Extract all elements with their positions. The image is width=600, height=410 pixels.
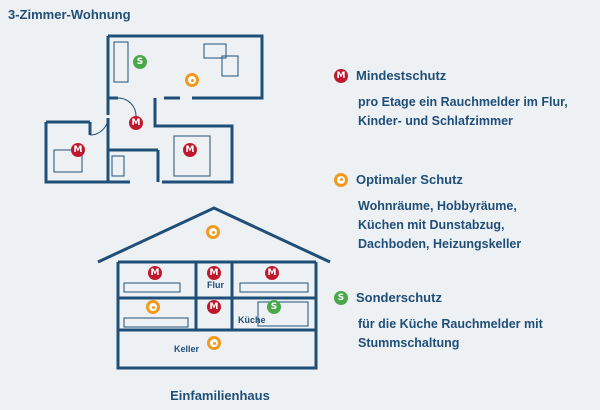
marker-letter: M xyxy=(150,268,160,278)
marker-letter: S xyxy=(337,292,345,303)
house-livingroom-optimal-marker xyxy=(146,300,160,314)
legend-heading: Optimaler Schutz xyxy=(356,172,463,187)
legend-heading: Mindestschutz xyxy=(356,68,447,83)
legend-line: pro Etage ein Rauchmelder im Flur, xyxy=(358,95,568,109)
house-flur-minimum-marker: M xyxy=(207,266,221,280)
marker-letter: M xyxy=(185,145,195,155)
marker-letter: M xyxy=(73,145,83,155)
marker-letter: S xyxy=(270,302,278,312)
apartment-walls xyxy=(44,34,264,184)
legend-line: Wohnräume, Hobbyräume, xyxy=(358,199,517,213)
living-room-optimal-marker xyxy=(185,73,199,87)
house-lower-flur-minimum-marker: M xyxy=(207,300,221,314)
legend-description: pro Etage ein Rauchmelder im Flur, Kinde… xyxy=(358,93,596,131)
bedroom-minimum-marker: M xyxy=(183,143,197,157)
apartment-furniture xyxy=(53,41,239,177)
house-outline xyxy=(97,206,331,370)
legend-heading: Sonderschutz xyxy=(356,290,442,305)
house-room1-minimum-marker: M xyxy=(148,266,162,280)
marker-letter: M xyxy=(209,302,219,312)
legend-minimum: M Mindestschutz pro Etage ein Rauchmelder… xyxy=(334,68,596,131)
label-keller: Keller xyxy=(174,344,200,354)
green-marker-icon: S xyxy=(334,290,348,305)
house-furniture xyxy=(123,282,309,328)
marker-letter: M xyxy=(267,268,277,278)
apartment-plan-title: 3-Zimmer-Wohnung xyxy=(8,7,131,22)
orange-marker-icon xyxy=(334,172,348,187)
childroom-minimum-marker: M xyxy=(71,143,85,157)
red-marker-icon: M xyxy=(334,68,348,83)
house-kitchen-special-marker: S xyxy=(267,300,281,314)
house-room2-minimum-marker: M xyxy=(265,266,279,280)
legend-line: Küchen mit Dunstabzug, xyxy=(358,218,505,232)
legend-description: für die Küche Rauchmelder mit Stummschal… xyxy=(358,315,596,353)
house-title: Einfamilienhaus xyxy=(170,388,270,403)
legend-description: Wohnräume, Hobbyräume, Küchen mit Dunsta… xyxy=(358,197,596,254)
kitchen-special-marker: S xyxy=(133,55,147,69)
hallway-minimum-marker: M xyxy=(129,116,143,130)
legend-line: Dachboden, Heizungskeller xyxy=(358,237,522,251)
label-flur: Flur xyxy=(207,280,224,290)
marker-letter: M xyxy=(336,70,346,81)
marker-letter: M xyxy=(131,118,141,128)
legend-line: Kinder- und Schlafzimmer xyxy=(358,114,513,128)
attic-optimal-marker xyxy=(206,225,220,239)
legend-line: Stummschaltung xyxy=(358,336,460,350)
marker-letter: M xyxy=(209,268,219,278)
marker-letter: S xyxy=(136,57,144,67)
legend-special: S Sonderschutz für die Küche Rauchmelder … xyxy=(334,290,596,353)
legend-optimal: Optimaler Schutz Wohnräume, Hobbyräume, … xyxy=(334,172,596,254)
basement-optimal-marker xyxy=(207,336,221,350)
label-kueche: Küche xyxy=(238,315,266,325)
legend-line: für die Küche Rauchmelder mit xyxy=(358,317,543,331)
